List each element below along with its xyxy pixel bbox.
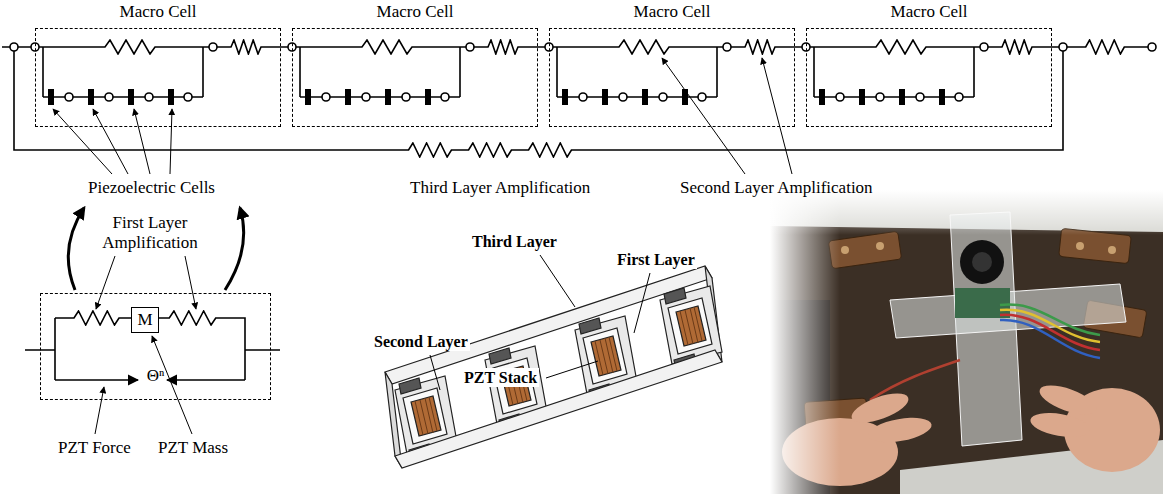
part-label: Second Layer [372,332,470,351]
macro-cell-schematic [31,40,288,105]
box-text: Θⁿ [41,366,270,386]
macro-cell-schematic [545,40,802,105]
callout-label: PZT Mass [158,438,228,458]
macro-cell-box: Macro Cell [35,28,281,127]
resistor-symbol [400,143,460,157]
part-label: First Layer [615,250,697,269]
callout-label: Third Layer Amplification [410,178,590,198]
resistor-symbol [460,143,520,157]
box-heading: Macro Cell [550,2,794,22]
macro-cell-schematic [802,40,1059,105]
macro-cell-schematic [288,40,545,105]
box-heading: Macro Cell [807,2,1051,22]
leader-lines [95,256,196,434]
actuator-3d-drawing [385,266,722,468]
leader-lines [430,255,650,390]
resistor-symbol [520,143,580,157]
mass-box: M [131,307,159,333]
box-text: M [137,310,152,330]
callout-label: PZT Force [58,438,131,458]
zoom-arrows [68,208,243,290]
piezo-cell-box: Θⁿ M [40,293,271,400]
callout-label: First Layer Amplification [85,213,215,254]
macro-cell-box: Macro Cell [806,28,1052,127]
leader-lines [53,58,792,174]
resistor-symbol [1078,40,1132,54]
box-heading: Macro Cell [36,2,280,22]
spring-network [2,40,1156,157]
macro-cell-box: Macro Cell [292,28,538,127]
prototype-photo [770,190,1163,494]
macro-cell-box: Macro Cell [549,28,795,127]
callout-label: Second Layer Amplification [680,178,873,198]
part-label: Third Layer [470,232,559,251]
callout-label: Piezoelectric Cells [88,178,215,198]
box-heading: Macro Cell [293,2,537,22]
part-label: PZT Stack [462,368,539,387]
